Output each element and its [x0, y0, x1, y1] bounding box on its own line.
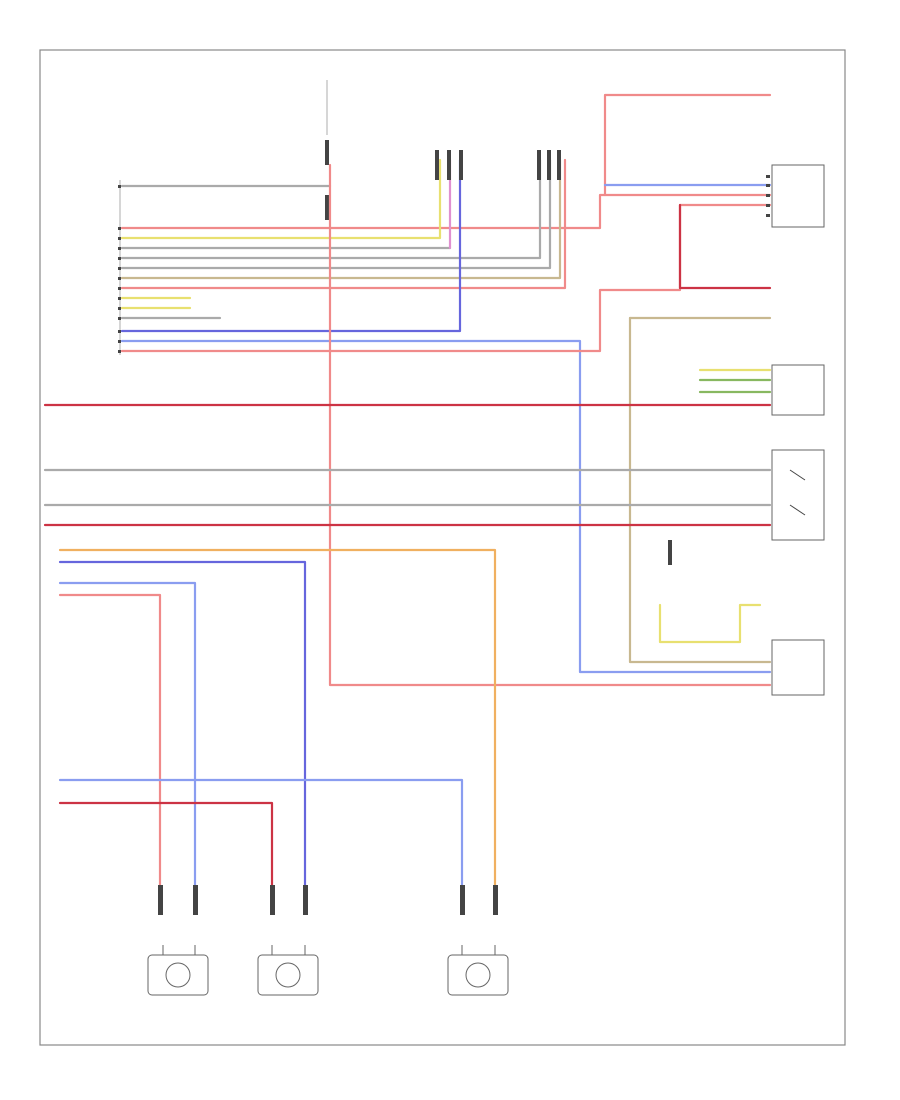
bottom-motor-1: [147, 945, 209, 996]
right-switch-box: [771, 449, 825, 541]
bottom-connectors: [158, 885, 498, 915]
module-2-wires: [43, 316, 772, 664]
bottom-motor-2: [257, 945, 319, 996]
right-module-2: [771, 364, 825, 416]
diagram-frame: [39, 49, 846, 1046]
bottom-motor-3: [447, 945, 509, 996]
top-red-feed: [603, 93, 772, 197]
right-red-vert: [678, 203, 772, 290]
right-module-3: [771, 639, 825, 696]
switch-wires: [43, 468, 806, 527]
ground-column: [658, 540, 762, 644]
control-unit-pins: [118, 180, 121, 355]
lower-wires: [58, 548, 497, 892]
main-power-wire: [328, 163, 772, 687]
right-module-1-pins: [766, 175, 770, 217]
upper-harness-wires: [120, 158, 772, 674]
right-module-1: [771, 164, 825, 228]
top-connector-stubs: [325, 80, 561, 220]
